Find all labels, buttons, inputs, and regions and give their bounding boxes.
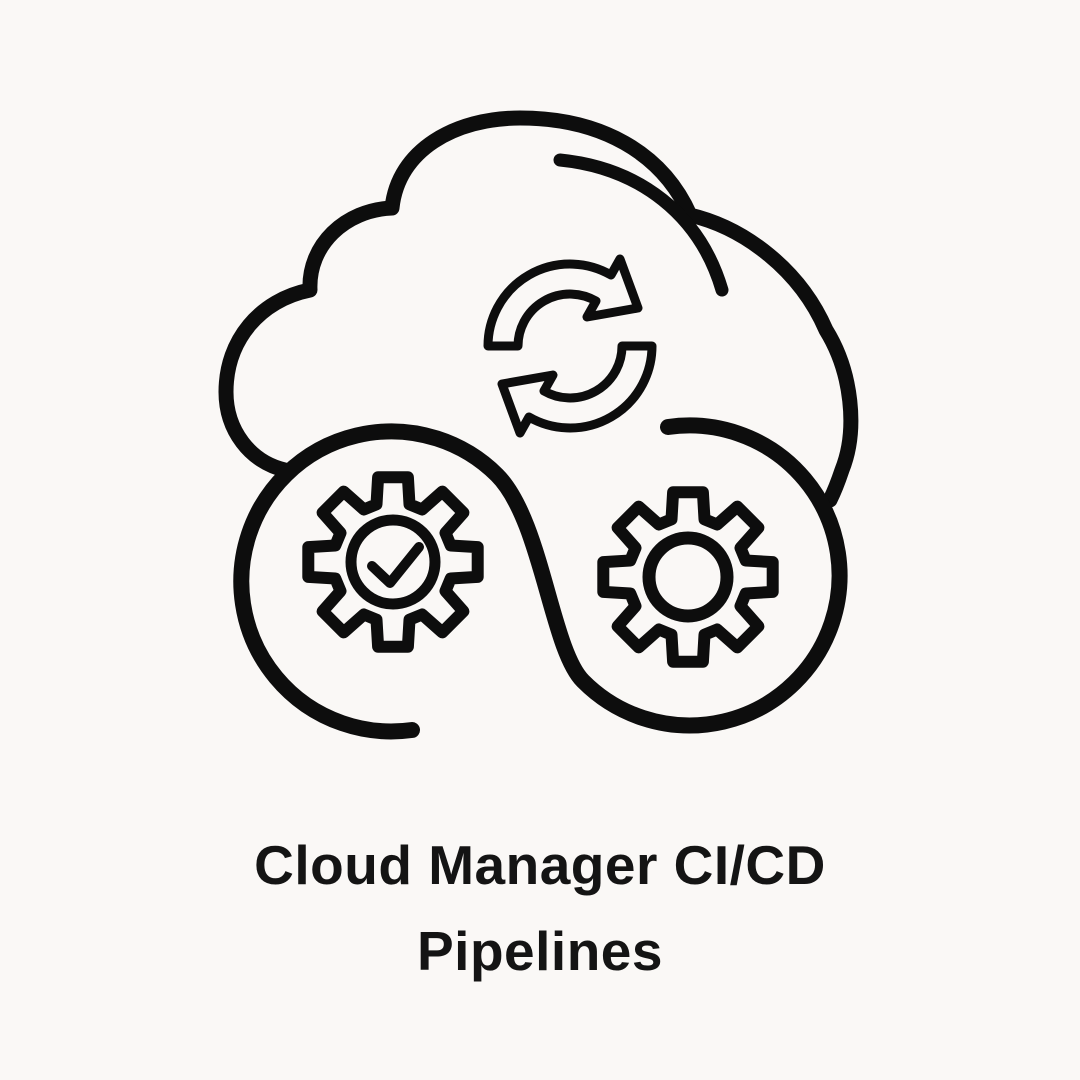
check-circle-icon [345, 514, 441, 610]
sync-arrow-top-icon [483, 254, 643, 351]
checkmark-icon [367, 542, 424, 588]
gear-check-icon [302, 471, 484, 653]
infinity-loop-icon [233, 417, 848, 740]
caption-line-1: Cloud Manager CI/CD [254, 834, 826, 896]
cloud-accent-line-icon [553, 153, 729, 297]
sync-arrow-bottom-icon [497, 341, 657, 438]
caption: Cloud Manager CI/CD Pipelines [0, 822, 1080, 994]
gear-hub-icon [642, 531, 734, 623]
gear-icon [597, 486, 779, 668]
caption-line-2: Pipelines [417, 920, 663, 982]
cloud-icon [218, 110, 859, 508]
